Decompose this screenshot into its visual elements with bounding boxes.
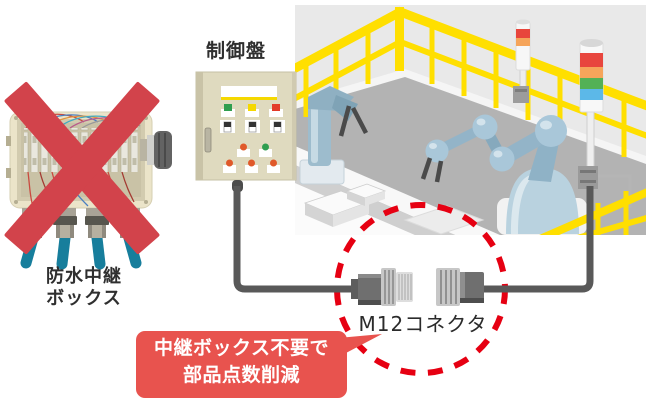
connector-label: M12コネクタ — [358, 312, 488, 336]
prohibition-cross-icon — [4, 82, 160, 254]
robot-arm-main — [420, 114, 587, 235]
signal-tower-small — [513, 19, 531, 103]
panel-display — [221, 86, 277, 97]
hinge — [6, 136, 11, 146]
panel-handle — [204, 127, 212, 153]
side-cable-gland — [140, 131, 172, 169]
m12-connector-female — [436, 268, 484, 306]
safety-railing-front — [539, 188, 646, 235]
panel-indicator-lamps — [221, 104, 283, 117]
junction-box-label: 防水中継 ボックス — [14, 266, 154, 310]
junction-box-label-line1: 防水中継 — [46, 266, 122, 287]
m12-connector-male — [351, 268, 413, 306]
robot-arm-left — [299, 86, 368, 185]
panel-switches — [220, 120, 285, 133]
pallet — [403, 205, 485, 235]
control-panel-label: 制御盤 — [205, 40, 266, 62]
hinge — [6, 168, 11, 178]
signal-tower-large — [578, 39, 632, 208]
callout-badge: 中継ボックス不要で 部品点数削減 — [136, 331, 347, 398]
callout-line1: 中継ボックス不要で — [154, 337, 329, 359]
factory-scene — [295, 5, 646, 235]
cable-right — [482, 186, 594, 293]
junction-box — [4, 82, 172, 270]
callout-line2: 部品点数削減 — [182, 364, 300, 386]
control-panel — [195, 71, 297, 192]
cable-left — [233, 186, 353, 293]
junction-box-label-line2: ボックス — [46, 288, 122, 309]
crate-boxes — [303, 183, 387, 227]
panel-pilot-lights — [223, 143, 280, 173]
